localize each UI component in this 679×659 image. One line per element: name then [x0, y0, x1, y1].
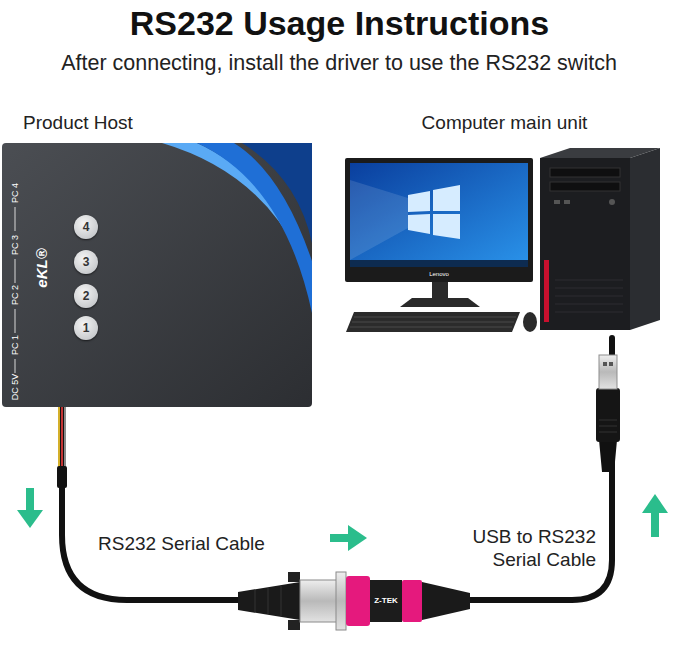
- usb-plug: [596, 355, 620, 472]
- port-label: PC 3: [10, 235, 21, 255]
- port-label: PC 2: [10, 285, 21, 305]
- button-number: 3: [83, 255, 90, 269]
- unit-heading: Product Host: [2, 110, 318, 134]
- db9-connector: [238, 572, 470, 630]
- button-number: 2: [83, 289, 90, 303]
- cable-label: RS232 Serial Cable: [98, 533, 265, 556]
- brand-logo: eKL®: [33, 248, 51, 287]
- computer-illustration: [340, 110, 665, 338]
- port-label: PC 4: [10, 183, 21, 203]
- computer-art: [340, 110, 665, 338]
- cable-label: USB to RS232 Serial Cable: [460, 526, 596, 572]
- button-number: 4: [83, 220, 90, 234]
- select-button: 2: [74, 284, 98, 308]
- page-title: RS232 Usage Instructions: [0, 4, 679, 43]
- select-button: 4: [74, 215, 98, 239]
- brand-mark: Z-TEK: [374, 596, 398, 606]
- computer-unit: Computer main unit: [340, 110, 669, 338]
- select-button: 1: [74, 316, 98, 340]
- unit-heading: Computer main unit: [340, 110, 669, 134]
- brand-mark: Lenovo: [429, 271, 449, 278]
- port-label: PC 1: [10, 335, 21, 355]
- button-number: 1: [83, 321, 90, 335]
- wire-stub: [57, 407, 67, 488]
- power-label: DC 5V: [10, 374, 21, 401]
- select-button: 3: [74, 250, 98, 274]
- subtitle: After connecting, install the driver to …: [61, 51, 617, 77]
